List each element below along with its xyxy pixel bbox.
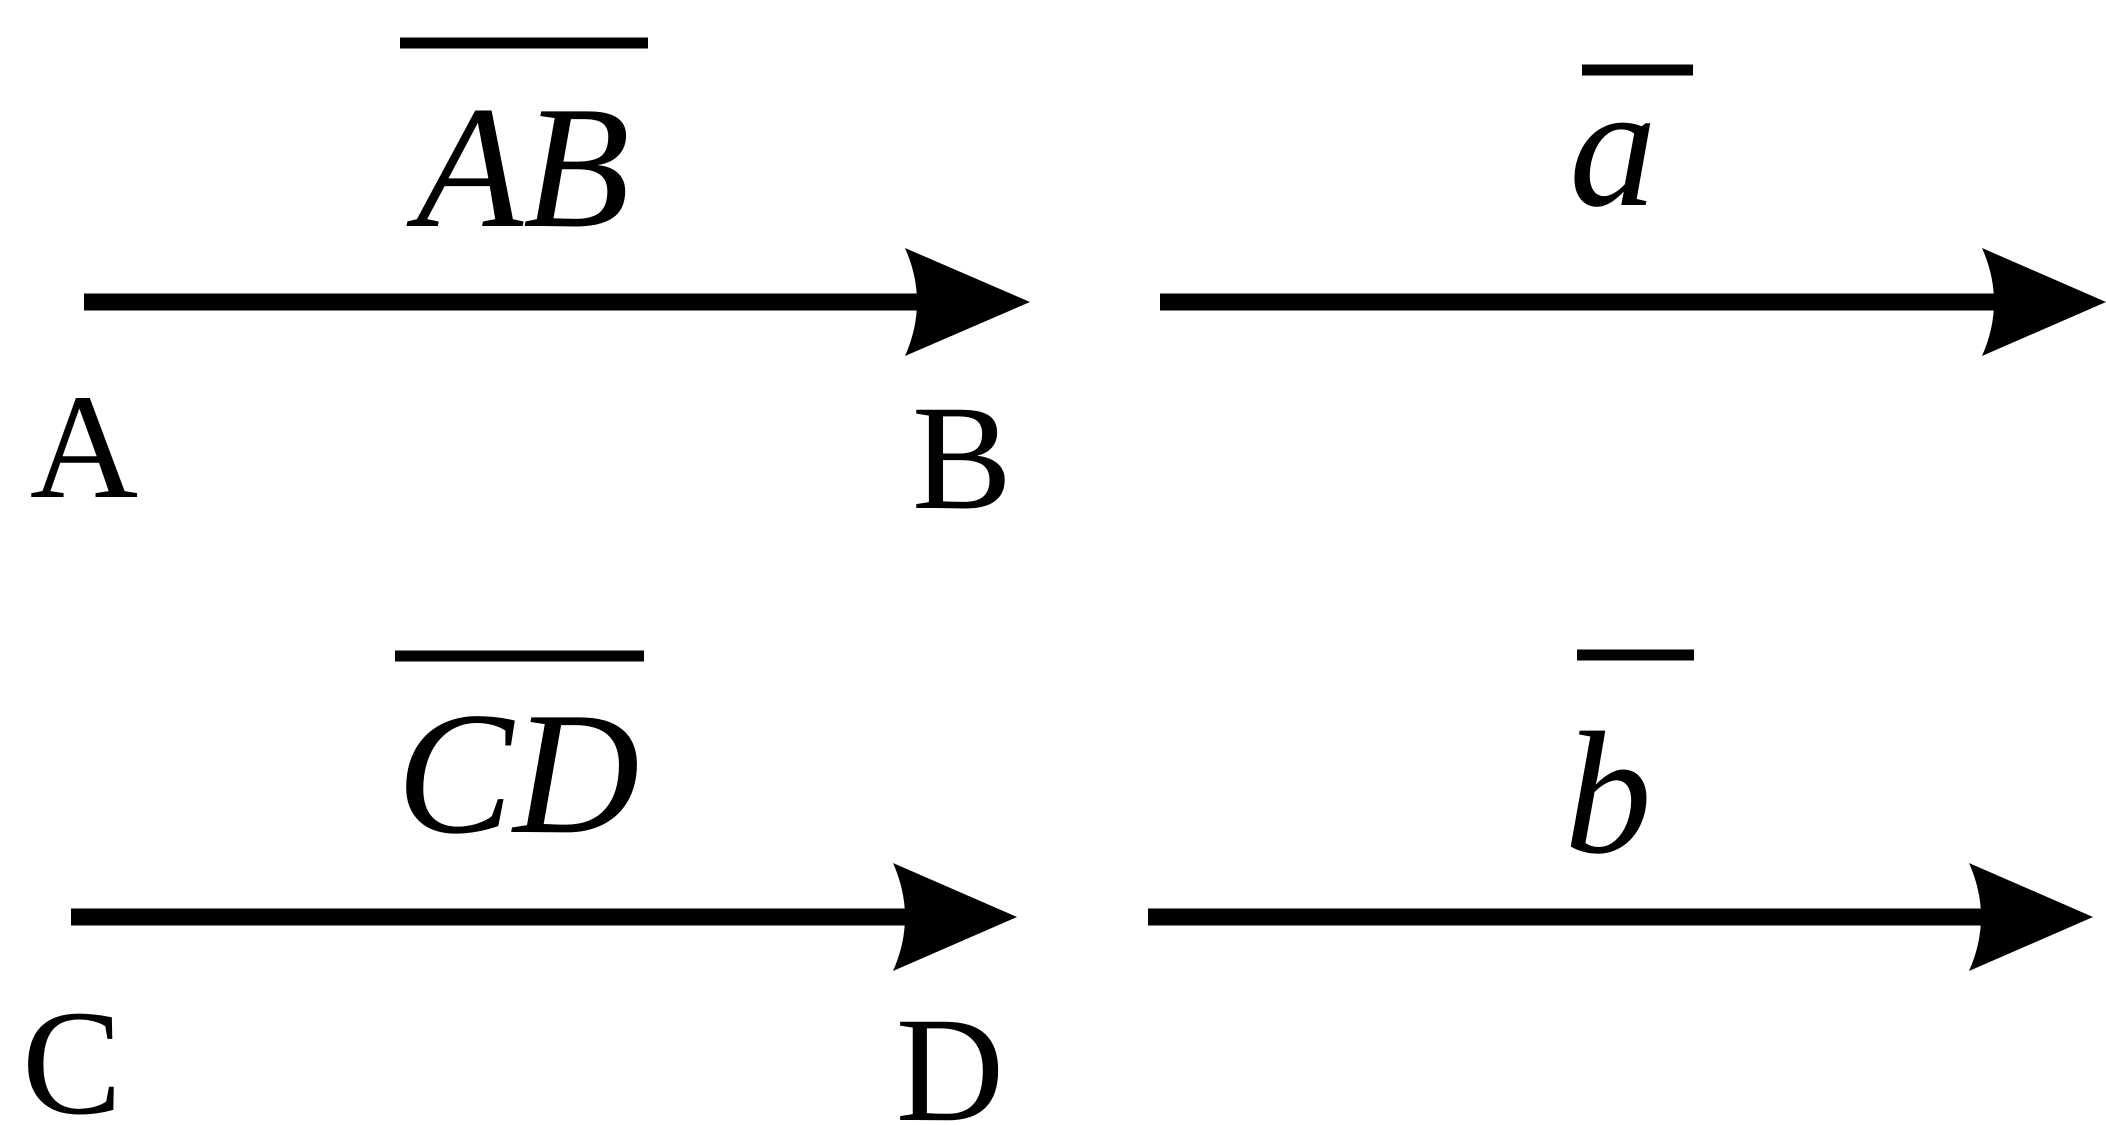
vector-b-arrowhead	[1969, 863, 2093, 971]
vector-a-arrowhead	[1982, 248, 2106, 356]
point-c-label: C	[22, 980, 122, 1125]
vector-ab-arrowhead	[905, 248, 1030, 356]
vector-a-label: a	[1569, 49, 1657, 243]
point-a-label: A	[30, 364, 138, 530]
vector-ab: AB A B	[30, 37, 1030, 541]
vector-b-label: b	[1564, 696, 1652, 890]
vector-cd-label: CD	[396, 676, 639, 870]
point-d-label: D	[896, 987, 1004, 1125]
point-b-label: B	[912, 375, 1012, 541]
vector-cd-arrowhead	[893, 863, 1017, 971]
vector-cd: CD C D	[22, 650, 1017, 1125]
vector-b: b	[1148, 649, 2093, 971]
vector-a: a	[1160, 49, 2106, 356]
vector-ab-label: AB	[406, 70, 630, 264]
